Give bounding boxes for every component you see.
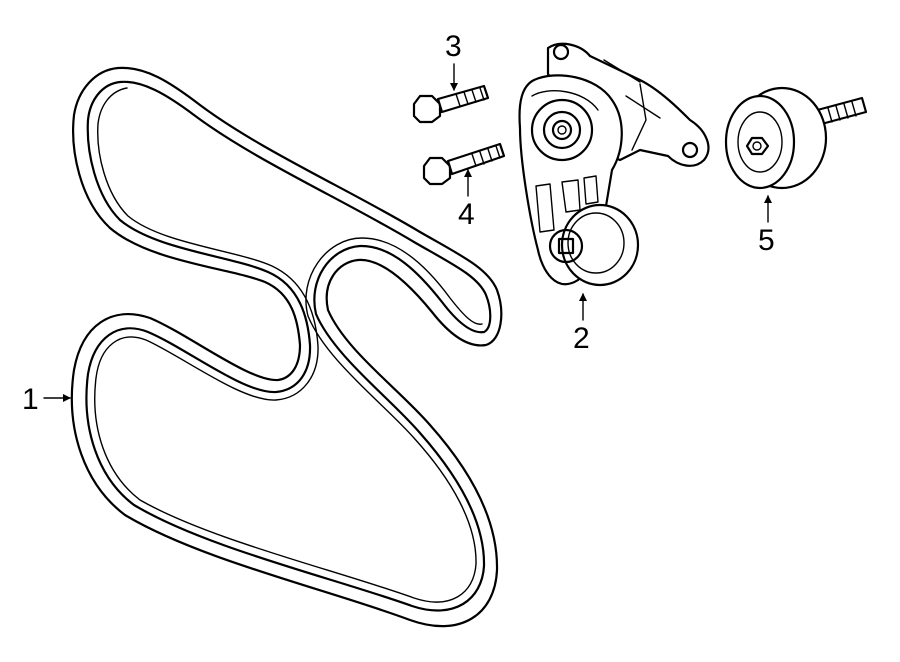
callout-4: 4 [458, 198, 475, 231]
serpentine-belt [70, 66, 503, 628]
callout-3: 3 [445, 30, 462, 63]
bolt-upper [412, 84, 490, 124]
callout-5: 5 [758, 224, 775, 257]
idler-pulley [724, 86, 868, 190]
callout-1: 1 [22, 383, 39, 416]
belt-tensioner [518, 42, 710, 287]
callout-2: 2 [573, 322, 590, 355]
bolt-lower [422, 142, 506, 186]
